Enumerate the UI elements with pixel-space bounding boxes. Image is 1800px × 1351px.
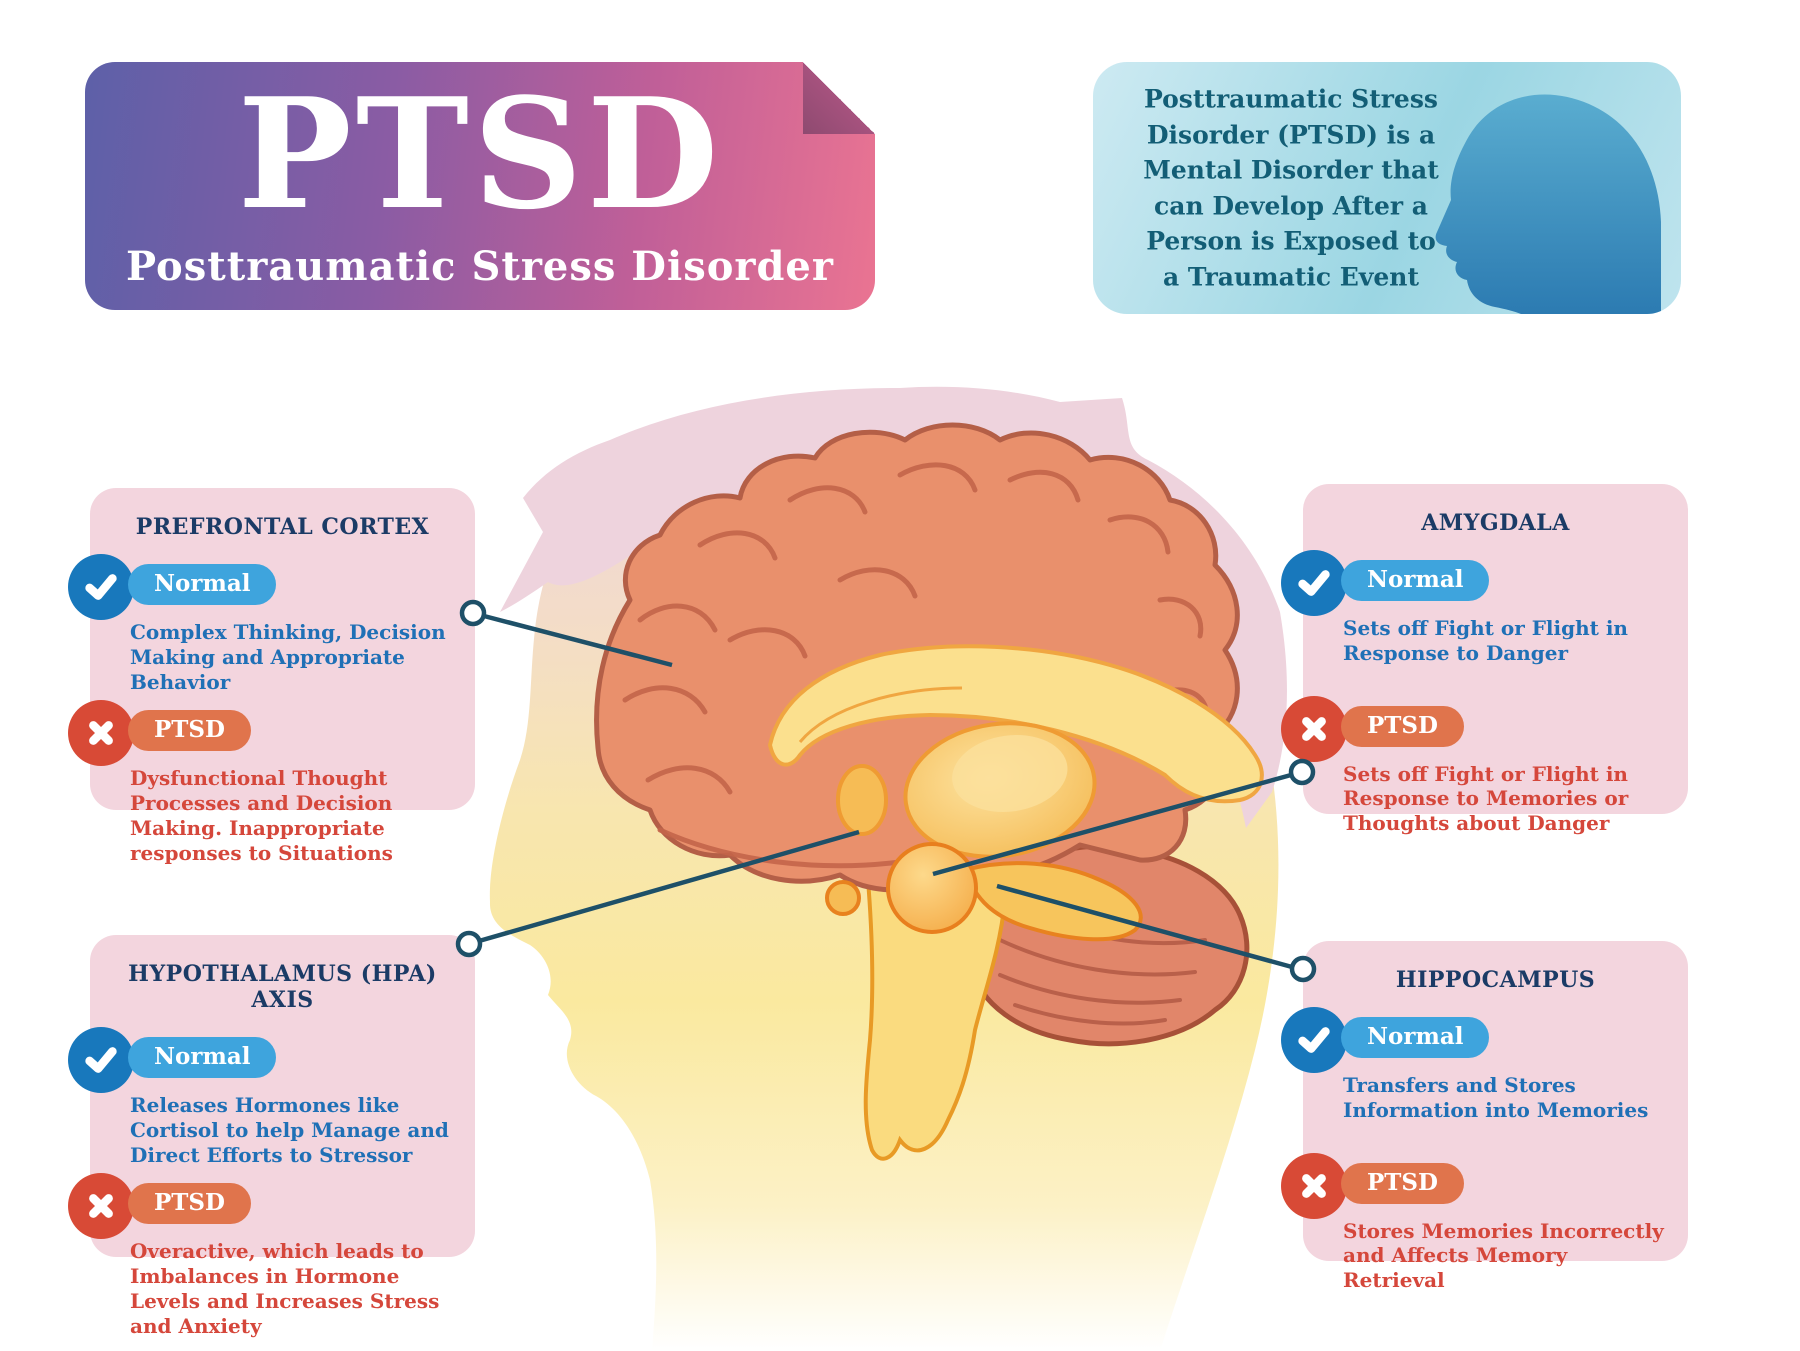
ptsd-badge: PTSD: [1341, 705, 1464, 747]
normal-row: Normal: [68, 1027, 475, 1093]
thalamus: [903, 721, 1097, 859]
region-title: PREFRONTAL CORTEX: [135, 514, 430, 540]
definition-text: Posttraumatic Stress Disorder (PTSD) is …: [1143, 84, 1439, 292]
ptsd-badge: PTSD: [128, 1183, 251, 1225]
ptsd-description: Overactive, which leads to Imbalances in…: [130, 1239, 440, 1338]
card-amygdala: AMYGDALA Normal Sets off Fight or Flight…: [1281, 484, 1688, 835]
normal-description: Releases Hormones like Cortisol to help …: [130, 1093, 449, 1167]
normal-badge: Normal: [1341, 560, 1490, 601]
ptsd-description: Sets off Fight or Flight in Response to …: [1343, 761, 1629, 836]
normal-badge: Normal: [128, 564, 277, 605]
normal-row: Normal: [68, 554, 475, 620]
card-hippocampus: HIPPOCAMPUS Normal Transfers and Stores …: [1281, 941, 1688, 1292]
region-title: AMYGDALA: [1421, 510, 1570, 536]
normal-description: Sets off Fight or Flight in Response to …: [1343, 616, 1628, 665]
page-title: PTSD: [237, 64, 723, 243]
ptsd-description: Stores Memories Incorrectly and Affects …: [1343, 1218, 1664, 1293]
ptsd-row: PTSD: [1281, 1152, 1688, 1219]
check-icon: [68, 554, 134, 620]
check-icon: [1281, 1007, 1347, 1073]
ptsd-badge: PTSD: [128, 710, 251, 752]
cortex-gyri: [622, 462, 1210, 869]
amygdala-structure: [886, 842, 978, 934]
page-subtitle: Posttraumatic Stress Disorder: [126, 243, 834, 290]
definition-card: Posttraumatic Stress Disorder (PTSD) is …: [1093, 62, 1681, 314]
region-title: HYPOTHALAMUS (HPA) AXIS: [128, 961, 437, 1013]
pituitary-gland: [825, 880, 861, 916]
amygdala-connector-line: [932, 772, 1292, 877]
corpus-callosum: [767, 644, 1264, 804]
hippocampus-connector-line: [996, 883, 1293, 970]
normal-description: Complex Thinking, Decision Making and Ap…: [130, 620, 446, 694]
corpus-callosum-inner-line: [798, 686, 963, 743]
brainstem: [863, 762, 1007, 1161]
card-hypothalamus: HYPOTHALAMUS (HPA) AXIS Normal Releases …: [68, 935, 475, 1338]
hypothalamus-structure: [836, 764, 888, 836]
title-card: PTSD Posttraumatic Stress Disorder: [85, 62, 875, 310]
normal-description: Transfers and Stores Information into Me…: [1343, 1073, 1649, 1122]
x-icon: [1281, 1152, 1347, 1219]
normal-badge: Normal: [128, 1037, 277, 1078]
prefrontal-connector-line: [483, 613, 673, 668]
cerebral-cortex: [594, 422, 1240, 893]
ptsd-row: PTSD: [68, 1173, 475, 1240]
x-icon: [68, 700, 134, 767]
head-silhouette: [489, 421, 1279, 1351]
check-icon: [68, 1027, 134, 1093]
card-prefrontal-cortex: PREFRONTAL CORTEX Normal Complex Thinkin…: [68, 488, 475, 865]
normal-badge: Normal: [1341, 1017, 1490, 1058]
head-profile-icon: [1435, 94, 1661, 314]
x-icon: [68, 1173, 134, 1240]
ptsd-description: Dysfunctional Thought Processes and Deci…: [130, 766, 393, 865]
normal-row: Normal: [1281, 1007, 1688, 1073]
cerebellum: [965, 843, 1250, 1047]
ptsd-row: PTSD: [1281, 695, 1688, 762]
hypothalamus-connector-line: [478, 829, 860, 944]
normal-row: Normal: [1281, 550, 1688, 616]
hair-shape: [500, 386, 1287, 828]
hippocampus-structure: [962, 861, 1143, 942]
ptsd-badge: PTSD: [1341, 1162, 1464, 1204]
ptsd-row: PTSD: [68, 700, 475, 767]
folded-corner: [803, 62, 875, 134]
cerebellum-folds: [998, 903, 1207, 1026]
region-title: HIPPOCAMPUS: [1395, 967, 1596, 993]
x-icon: [1281, 695, 1347, 762]
check-icon: [1281, 550, 1347, 616]
